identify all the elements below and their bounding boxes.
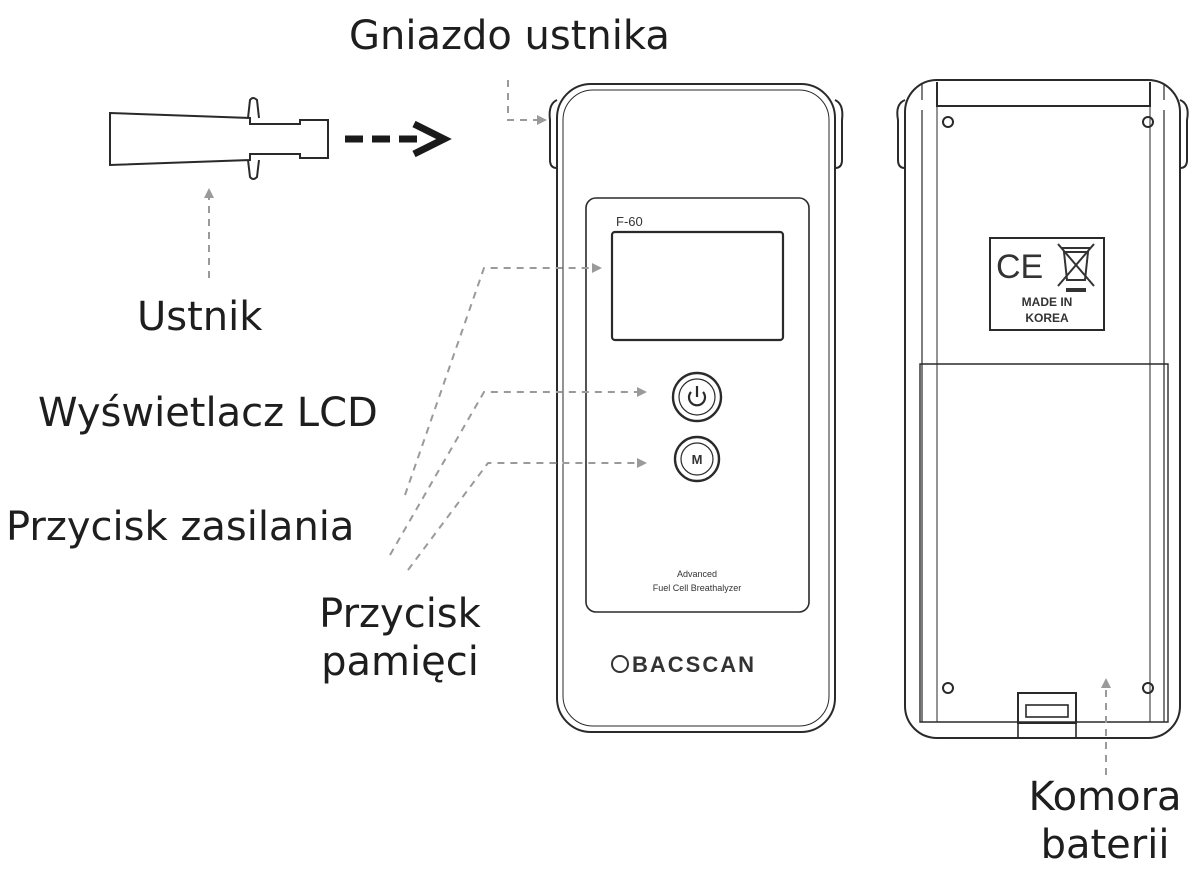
- screw-bottom-left: [942, 682, 954, 694]
- leader-power: [389, 387, 647, 556]
- screw-top-left: [942, 116, 954, 128]
- leader-memory: [407, 458, 647, 571]
- brand-name: BACSCAN: [632, 652, 756, 677]
- battery-cover: [919, 363, 1169, 723]
- front-body: [556, 83, 836, 733]
- label-battery-line2: baterii: [1040, 822, 1170, 868]
- screw-top-right: [1142, 116, 1154, 128]
- device-front: [548, 83, 844, 733]
- label-lcd: Wyświetlacz LCD: [38, 390, 378, 436]
- origin-line2: KOREA: [1025, 311, 1069, 325]
- label-mouthpiece: Ustnik: [137, 294, 263, 340]
- memory-button-glyph: M: [692, 452, 703, 467]
- label-battery-line1: Komora: [1028, 774, 1182, 820]
- front-right-tab: [834, 99, 844, 169]
- mouthpiece-top-fin: [247, 97, 260, 119]
- label-battery: Komora baterii: [1005, 773, 1203, 869]
- memory-button: [673, 435, 721, 483]
- brand-logo: BACSCAN: [611, 652, 756, 677]
- leader-lines: [204, 80, 1111, 775]
- ce-mark: CE: [996, 248, 1043, 286]
- label-power: Przycisk zasilania: [6, 504, 355, 550]
- mouthpiece: [109, 97, 329, 180]
- label-memory-line2: pamięci: [321, 639, 479, 685]
- label-memory: Przycisk pamięci: [300, 590, 500, 686]
- power-button: [671, 371, 723, 423]
- label-memory-line1: Przycisk: [319, 591, 481, 637]
- brand-logo-icon: [611, 655, 629, 673]
- origin-line1: MADE IN: [1022, 295, 1073, 309]
- cert-label: [989, 237, 1105, 331]
- mouthpiece-bottom-fin: [247, 159, 260, 180]
- lcd-screen: [610, 230, 785, 342]
- crossed-bin-icon: [1057, 243, 1095, 292]
- tagline-line1: Advanced: [677, 569, 717, 579]
- model-label: F-60: [616, 214, 643, 229]
- power-icon: [687, 386, 707, 407]
- front-panel: [585, 197, 810, 613]
- mouthpiece-socket: [548, 99, 558, 169]
- tagline-line2: Fuel Cell Breathalyzer: [653, 583, 742, 593]
- mouthpiece-body: [109, 111, 329, 167]
- label-socket: Gniazdo ustnika: [349, 13, 670, 59]
- front-inner-edge: [562, 89, 830, 727]
- battery-latch: [1017, 692, 1077, 724]
- leader-socket: [507, 80, 547, 125]
- leader-lcd: [404, 263, 602, 496]
- back-top-band: [936, 82, 1151, 107]
- back-right-tab: [1179, 99, 1189, 169]
- insert-arrow: [345, 120, 452, 158]
- back-body: [904, 79, 1181, 739]
- screw-bottom-right: [1142, 682, 1154, 694]
- device-back: [896, 79, 1189, 739]
- back-left-tab: [896, 99, 906, 169]
